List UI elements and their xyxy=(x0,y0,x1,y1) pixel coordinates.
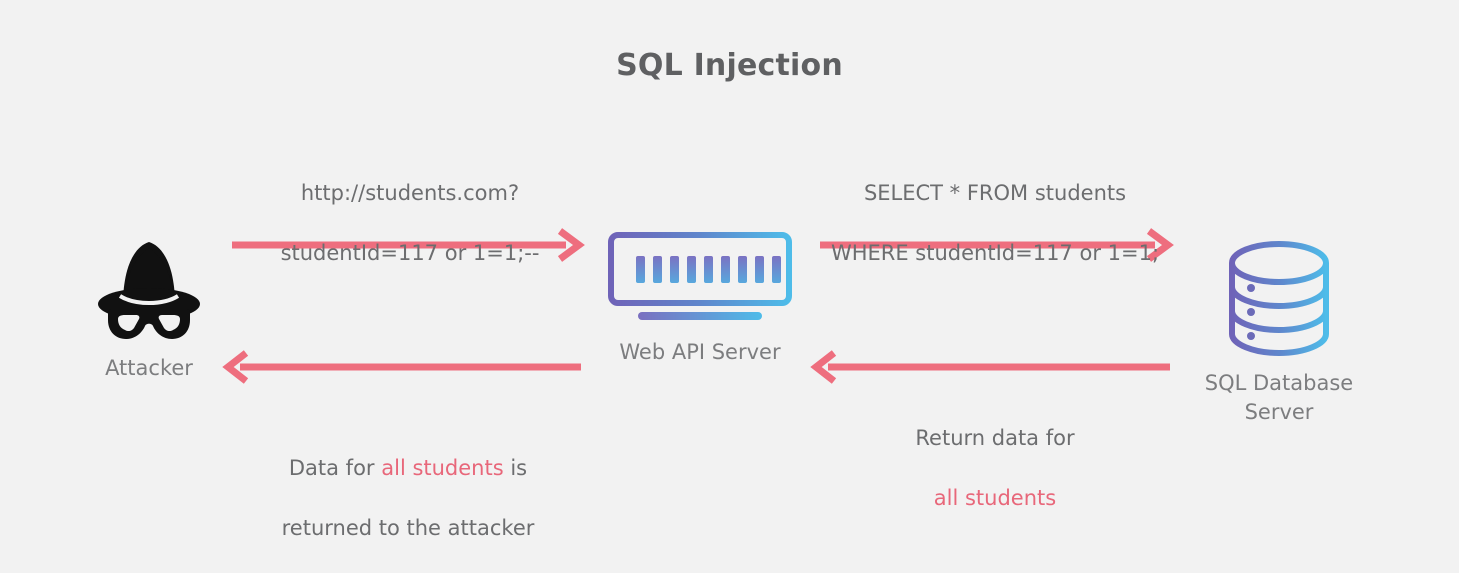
arrow-query-right xyxy=(820,228,1174,262)
edge-label-db-response: Return data for all students xyxy=(840,393,1150,543)
node-label-server: Web API Server xyxy=(619,340,781,364)
edge-label-request: http://students.com? studentId=117 or 1=… xyxy=(250,148,570,298)
database-cylinder-icon xyxy=(1229,241,1329,357)
edge-label-query-line2: WHERE studentId=117 or 1=1; xyxy=(830,241,1160,265)
monitor-server-icon xyxy=(608,232,792,320)
attacker-response-highlight: all students xyxy=(381,456,504,480)
edge-label-query: SELECT * FROM students WHERE studentId=1… xyxy=(806,148,1184,298)
node-label-attacker: Attacker xyxy=(105,356,193,380)
edge-label-db-response-highlight: all students xyxy=(933,486,1057,510)
edge-label-request-line1: http://students.com? xyxy=(300,181,520,205)
page-title: SQL Injection xyxy=(616,48,843,83)
edge-label-attacker-response-line1: Data for all students is xyxy=(248,423,568,483)
attacker-response-prefix: Data for xyxy=(288,456,382,480)
edge-label-request-line2: studentId=117 or 1=1;-- xyxy=(280,241,540,265)
attacker-response-suffix: is xyxy=(503,456,528,480)
diagram-graphics xyxy=(98,228,1329,384)
arrow-attacker-response-left xyxy=(222,350,581,384)
edge-label-db-response-line1: Return data for xyxy=(915,426,1075,450)
edge-label-attacker-response-line2: returned to the attacker xyxy=(281,516,535,540)
edge-label-query-line1: SELECT * FROM students xyxy=(863,181,1127,205)
arrow-request-right xyxy=(232,228,585,262)
incognito-hat-mask-icon xyxy=(98,242,200,339)
diagram-canvas: SQL Injection xyxy=(98,48,1354,540)
arrow-db-response-left xyxy=(810,350,1170,384)
node-label-database: SQL Database Server xyxy=(1204,371,1354,424)
edge-label-attacker-response: Data for all students is returned to the… xyxy=(248,393,568,573)
